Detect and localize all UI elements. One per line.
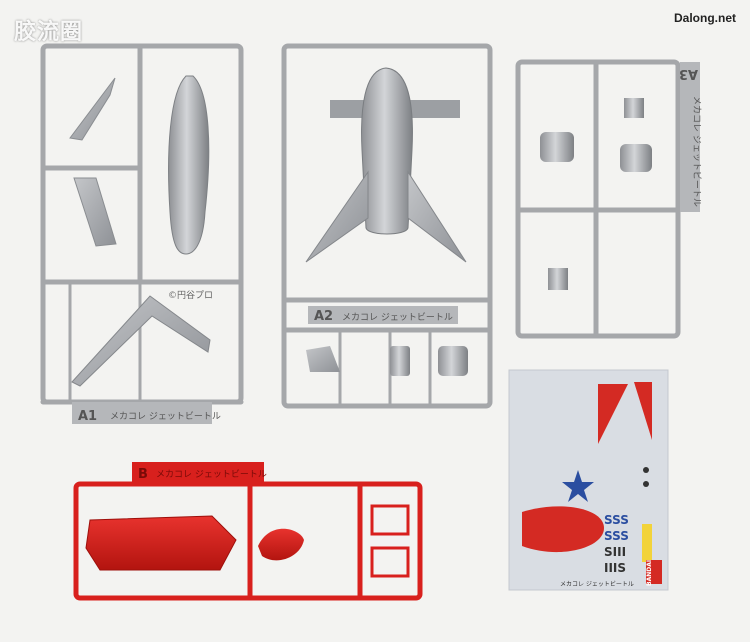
runner-b-parts [85, 462, 410, 578]
watermark-right: Dalong.net [674, 11, 736, 25]
runner-a1-parts [69, 75, 212, 424]
runner-a3 [515, 59, 681, 339]
runner-a1-code: A1 [78, 409, 97, 424]
decal-caption: メカコレ ジェットビートル [560, 580, 634, 588]
runner-a1-caption: メカコレ ジェットビートル [110, 411, 221, 422]
decal-brand: BANDAI [646, 560, 653, 586]
runner-b-code: B [138, 467, 148, 482]
runner-a2-caption: メカコレ ジェットビートル [342, 312, 453, 323]
runner-a2-code: A2 [314, 309, 333, 324]
decal-sheet [508, 369, 669, 591]
runner-a3-parts [540, 62, 700, 290]
runner-a3-code: A3 [679, 66, 698, 81]
decal-label: SSS [604, 513, 629, 527]
runner-a1-copyright: ©円谷プロ [168, 290, 213, 301]
runner-b-caption: メカコレ ジェットビートル [156, 469, 267, 480]
runner-a3-caption: メカコレ ジェットビートル [691, 96, 702, 207]
runner-a1 [40, 43, 244, 405]
decal-label: IIIS [604, 561, 626, 575]
decal-label: SSS [604, 529, 629, 543]
runner-a2-parts [305, 67, 468, 376]
watermark-left: 胶流圈 [14, 20, 84, 45]
decal-label: SIII [604, 545, 626, 559]
